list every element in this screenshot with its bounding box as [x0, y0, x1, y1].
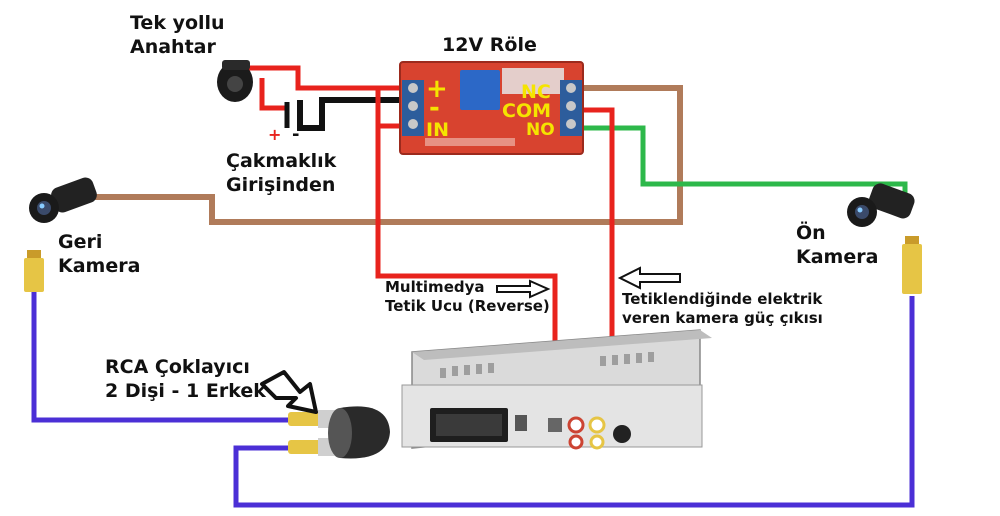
- trigger-arrow-icon: [496, 279, 551, 299]
- relay-in-label: IN: [426, 119, 449, 141]
- rca-splitter-icon: [288, 406, 390, 459]
- brown-wire: [95, 85, 683, 225]
- green-wire: [575, 125, 908, 196]
- multimedia-head-unit: [401, 329, 712, 450]
- push-switch-icon: [217, 60, 253, 102]
- relay-com-label: COM: [502, 100, 551, 122]
- blue-wire-front: [233, 296, 915, 508]
- relay-minus-label: -: [429, 93, 440, 123]
- lighter-minus: -: [292, 124, 299, 145]
- black-wire: [297, 97, 408, 131]
- front-camera-icon: [847, 183, 915, 227]
- relay-module: [399, 61, 584, 155]
- red-wire-switch: [240, 65, 408, 91]
- rear-camera-icon: [29, 177, 97, 223]
- blue-wire-rear: [31, 290, 290, 423]
- relay-nc-label: NC: [521, 81, 551, 103]
- rear-rca-plug-icon: [24, 250, 44, 292]
- front-rca-plug-icon: [902, 236, 922, 294]
- splitter-arrow-icon: [260, 370, 318, 414]
- lighter-plus: +: [268, 125, 281, 144]
- relay-no-label: NO: [526, 120, 555, 140]
- power-arrow-icon: [617, 266, 681, 290]
- red-wire-power: [575, 107, 615, 408]
- relay-plus-label: +: [426, 74, 448, 104]
- relay-title: 12V Röle: [442, 34, 537, 56]
- red-wire-switch-2: [259, 78, 285, 111]
